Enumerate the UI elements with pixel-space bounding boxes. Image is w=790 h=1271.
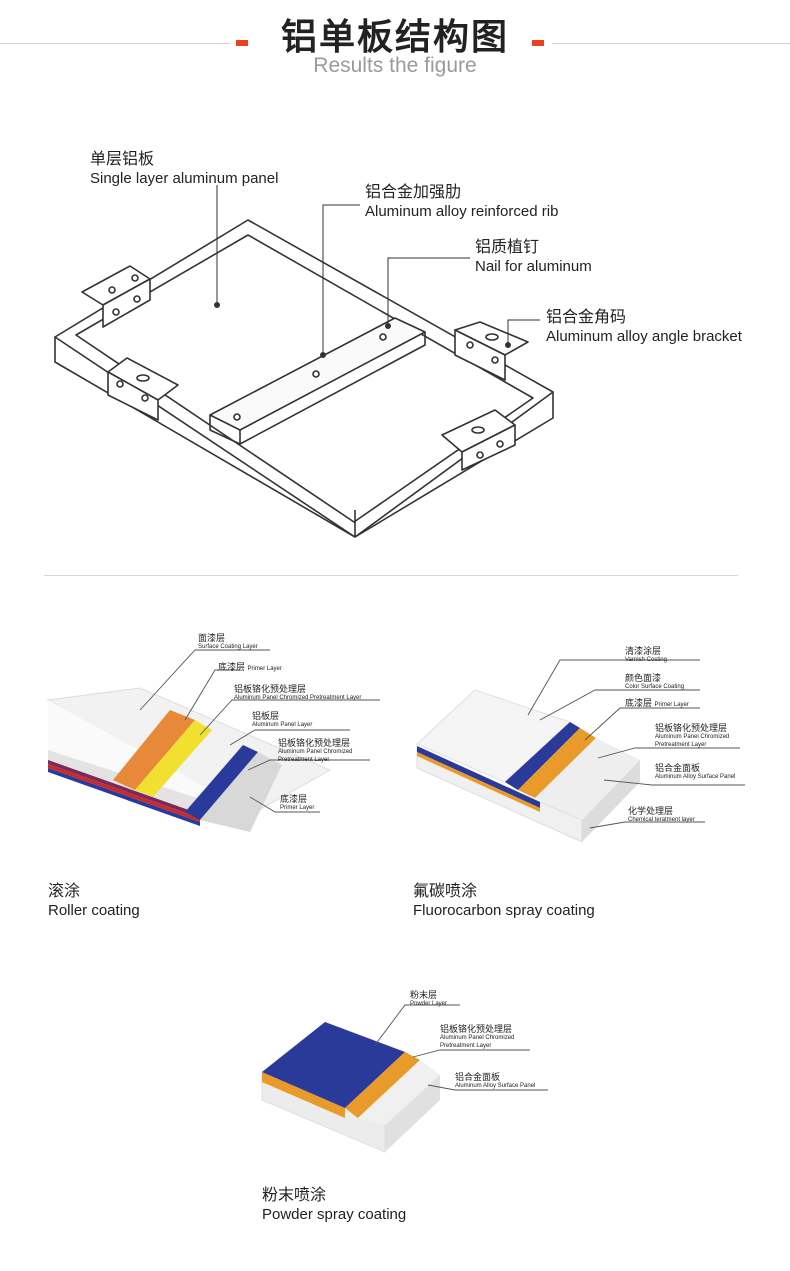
leader-line <box>507 319 540 345</box>
caption-powder-coating: 粉末喷涂 Powder spray coating <box>262 1187 407 1223</box>
header-rule-left <box>0 43 230 44</box>
leader-line <box>229 729 350 746</box>
angle-bracket-4 <box>441 409 516 471</box>
aluminum-nail <box>312 370 320 378</box>
leader-line <box>603 779 745 786</box>
angle-bracket-1 <box>81 265 151 328</box>
leader-line <box>199 699 380 736</box>
label-reinforced-rib: 铝合金加强肋 Aluminum alloy reinforced rib <box>365 184 559 220</box>
leader-line <box>527 659 700 716</box>
aluminum-nail <box>233 413 241 421</box>
leader-line <box>539 689 700 721</box>
roller-layer-label-2: 底漆层 Primer Layer <box>218 662 282 672</box>
leader-line <box>184 669 240 721</box>
label-single-layer-panel: 单层铝板 Single layer aluminum panel <box>90 151 279 187</box>
roller-layer-label-3: 铝板铬化预处理层 Aluminum Panel Chromized Pretre… <box>234 684 362 702</box>
page-subtitle: Results the figure <box>313 54 477 77</box>
caption-roller-coating: 滚涂 Roller coating <box>48 883 140 919</box>
fluoro-layer-label-2: 颜色面漆 Color Surface Coating <box>625 673 685 691</box>
leader-line <box>387 257 470 326</box>
powder-layer-label-1: 粉末层 Powder Layer <box>410 990 448 1008</box>
roller-coating-diagram <box>46 687 332 832</box>
section-divider <box>44 575 738 576</box>
header-accent-left <box>236 40 248 46</box>
roller-layer-label-4: 铝板层 Aluminum Panel Layer <box>252 711 313 729</box>
leader-line <box>247 759 370 771</box>
leader-line <box>412 1049 530 1058</box>
powder-layer-label-2: 铝板铬化预处理层 Aluminum Panel Chromized Pretre… <box>440 1024 515 1049</box>
aluminum-nail <box>379 333 387 341</box>
roller-layer-label-5: 铝板铬化预处理层 Aluminum Panel Chromized Pretre… <box>278 738 353 763</box>
fluoro-layer-label-6: 化学处理层 Chemical teratment layer <box>628 806 695 824</box>
leader-line <box>597 747 740 759</box>
panel-frame-inner <box>75 234 534 523</box>
fluorocarbon-coating-diagram <box>416 689 640 843</box>
panel-frame-depth <box>54 337 356 538</box>
leader-line <box>139 649 270 711</box>
leader-line <box>589 821 705 829</box>
page-title: 铝单板结构图 <box>280 16 509 57</box>
label-angle-bracket: 铝合金角码 Aluminum alloy angle bracket <box>546 309 742 345</box>
label-aluminum-nail: 铝质植钉 Nail for aluminum <box>475 239 592 275</box>
leader-line <box>374 1004 460 1046</box>
powder-layer-label-3: 铝合金面板 Aluminum Alloy Surface Panel <box>455 1072 536 1090</box>
leader-line <box>249 796 320 813</box>
roller-layer-label-1: 面漆层 Surface Coating Layer <box>198 633 258 651</box>
angle-bracket-2 <box>107 357 179 421</box>
fluoro-layer-label-4: 铝板铬化预处理层 Aluminum Panel Chromized Pretre… <box>655 723 730 748</box>
caption-fluorocarbon-coating: 氟碳喷涂 Fluorocarbon spray coating <box>413 883 595 919</box>
header-accent-right <box>532 40 544 46</box>
fluoro-layer-label-1: 清漆涂层 Varnish Costing <box>625 646 667 664</box>
fluoro-layer-label-5: 铝合金面板 Aluminum Alloy Surface Panel <box>655 763 736 781</box>
powder-coating-diagram <box>261 1022 440 1153</box>
leader-line <box>584 707 700 741</box>
leader-line <box>322 204 360 355</box>
fluoro-layer-label-3: 底漆层 Primer Layer <box>625 698 689 708</box>
leader-line <box>427 1084 548 1091</box>
roller-layer-label-6: 底漆层 Primer Layer <box>280 794 315 812</box>
header-rule-right <box>552 43 790 44</box>
